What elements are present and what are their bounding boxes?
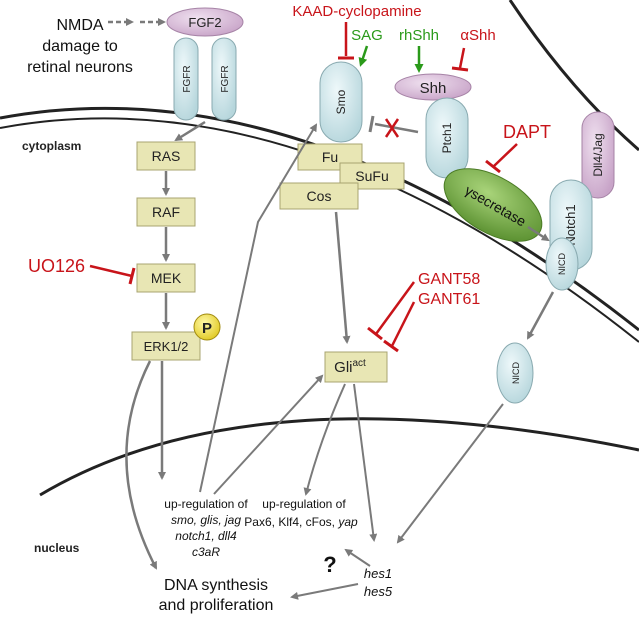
sufu-label: SuFu: [355, 168, 388, 184]
gli-superscript: act: [353, 358, 367, 369]
uo126-label: UO126: [28, 256, 85, 276]
gant58-inhibition-bar: [367, 326, 383, 341]
fgf2-label: FGF2: [188, 15, 221, 30]
ptch1-smo-inhibition-bar: [368, 115, 375, 133]
raf-label: RAF: [152, 204, 180, 220]
gamma-secretase: [443, 168, 543, 242]
sag-activation-arrow: [358, 45, 369, 67]
gant58-inhibition-line: [374, 281, 416, 335]
erk-box: [131, 331, 201, 361]
dll4-jag-ligand: [581, 111, 615, 199]
nmda-label-line1: NMDA: [56, 17, 103, 34]
gant58-label: GANT58: [418, 271, 480, 288]
mek-box: [136, 263, 196, 293]
fgfr-receptor-1: [173, 37, 199, 121]
secretase-notch-arrow: [527, 225, 550, 242]
nicd-free: [496, 342, 534, 404]
nmda-label-line2: damage to: [42, 38, 118, 55]
dna-synthesis-line2: and proliferation: [159, 597, 274, 614]
hes-dna-arrow: [290, 583, 359, 600]
dna-synthesis-line1: DNA synthesis: [164, 577, 268, 594]
gli-upreg2-arrow: [303, 383, 346, 496]
cos-label: Cos: [307, 188, 332, 204]
phosphate-circle: [193, 313, 221, 341]
nucleus-label: nucleus: [34, 541, 80, 555]
dapt-inhibition-line: [493, 143, 518, 167]
notch1-label: Notch1: [563, 204, 578, 245]
shh-label: Shh: [420, 80, 447, 97]
fgfr-label-1: FGFR: [182, 65, 193, 92]
upreg2-genes: Pax6, Klf4, cFos,: [244, 515, 338, 529]
mek-label: MEK: [151, 270, 182, 286]
nicd-membrane-label: NICD: [557, 253, 567, 275]
neighbor-cell-membrane: [508, 0, 639, 152]
cos-box: [279, 182, 359, 210]
upreg2-line2: Pax6, Klf4, cFos, yap: [244, 515, 358, 529]
erk-dna-arrow: [125, 360, 158, 570]
fgfr-receptor-2: [211, 37, 237, 121]
gli-text: Gli: [334, 359, 352, 376]
phosphate-label: P: [202, 320, 212, 337]
cell-membrane-outer: [0, 106, 639, 332]
dapt-inhibition-bar: [485, 159, 501, 174]
ras-label: RAS: [152, 148, 181, 164]
gli-act-label: Gliact: [334, 358, 366, 376]
rhshh-label: rhShh: [399, 27, 439, 44]
cross-mark-b: [384, 118, 400, 138]
uo126-inhibition-line: [89, 264, 133, 278]
dll4-jag-label: Dll4/Jag: [591, 133, 605, 176]
smo-label: Smo: [334, 89, 348, 114]
upreg2-line1: up-regulation of: [262, 497, 346, 511]
upreg2-yap: yap: [337, 515, 358, 529]
fgfr-to-ras-arrow: [174, 120, 206, 142]
nicd-free-label: NICD: [511, 362, 521, 384]
kaad-cyclopamine-label: KAAD-cyclopamine: [292, 3, 421, 20]
hes5-label: hes5: [364, 584, 393, 599]
nuclear-membrane: [39, 417, 639, 497]
hes1-label: hes1: [364, 566, 392, 581]
gli-hes-arrow: [353, 383, 378, 542]
upreg-gli-feedback-arrow: [213, 374, 324, 495]
gli-act-box: [324, 351, 388, 383]
ptch1-label: Ptch1: [440, 122, 454, 153]
smo-receptor: [319, 61, 363, 143]
nicd-hes-arrow: [396, 403, 504, 544]
upreg1-line2: smo, glis, jag: [171, 513, 241, 527]
fgfr-label-2: FGFR: [220, 65, 231, 92]
upreg1-line3: notch1, dll4: [175, 529, 237, 543]
fgf2-ligand: [166, 7, 244, 37]
upreg-smo-feedback-arrow: [199, 123, 318, 493]
ptch1-smo-inhibition-line: [374, 122, 419, 134]
upreg1-line4: c3aR: [192, 545, 220, 559]
complex-gli-arrow: [334, 211, 351, 344]
sag-label: SAG: [351, 27, 383, 44]
shh-ligand: [394, 73, 472, 101]
nmda-label-line3: retinal neurons: [27, 59, 133, 76]
gant61-inhibition-bar: [383, 339, 399, 353]
cytoplasm-label: cytoplasm: [22, 139, 81, 153]
upreg1-line1: up-regulation of: [164, 497, 248, 511]
fu-label: Fu: [322, 149, 338, 165]
nicd-release-arrow: [526, 291, 555, 340]
ras-box: [136, 141, 196, 171]
erk-label: ERK1/2: [144, 339, 189, 354]
gant61-label: GANT61: [418, 291, 480, 308]
hes-question-arrow: [344, 548, 371, 567]
raf-box: [136, 197, 196, 227]
alpha-shh-inhibition-bar: [451, 66, 469, 72]
alpha-shh-label: αShh: [460, 27, 495, 44]
nicd-membrane: [545, 237, 579, 291]
uo126-inhibition-bar: [128, 267, 136, 285]
gant61-inhibition-line: [390, 301, 416, 347]
alpha-shh-inhibition-line: [458, 47, 466, 69]
dapt-label: DAPT: [503, 122, 551, 142]
question-mark: ?: [323, 552, 336, 577]
